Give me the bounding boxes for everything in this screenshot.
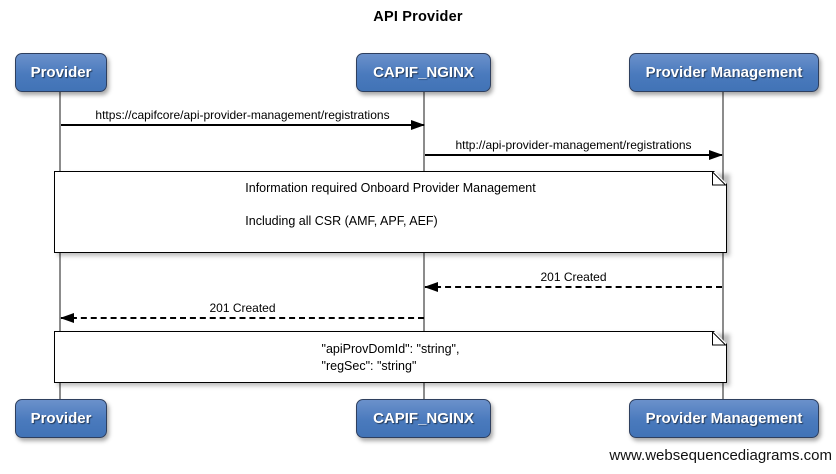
actor-label: Provider Management: [645, 64, 803, 81]
message-201-created-provider: 201 Created: [60, 301, 424, 323]
message-registrations-https: https://capifcore/api-provider-managemen…: [61, 108, 425, 130]
arrowhead-left-icon: [60, 313, 74, 323]
message-line: [61, 120, 425, 130]
message-line: [424, 282, 722, 292]
message-line: [425, 150, 723, 160]
note-fold-icon: [712, 172, 726, 186]
note-line: "apiProvDomId": "string",: [321, 342, 460, 356]
actor-label: Provider: [30, 64, 92, 81]
actor-label: CAPIF_NGINX: [373, 410, 474, 427]
actor-bottom-provider-management: Provider Management: [629, 399, 819, 438]
actor-label: Provider: [30, 410, 92, 427]
arrowhead-right-icon: [709, 150, 723, 160]
message-201-created-pm: 201 Created: [424, 270, 722, 292]
actor-top-provider: Provider: [15, 53, 107, 92]
message-line: [60, 313, 424, 323]
diagram-title: API Provider: [373, 9, 463, 25]
actor-label: Provider Management: [645, 410, 803, 427]
actor-top-capif-nginx: CAPIF_NGINX: [356, 53, 491, 92]
note-line: "regSec": "string": [321, 359, 417, 373]
message-label: http://api-provider-management/registrat…: [455, 138, 692, 152]
message-label: https://capifcore/api-provider-managemen…: [95, 108, 390, 122]
arrowhead-right-icon: [411, 120, 425, 130]
note-line: Information required Onboard Provider Ma…: [245, 181, 536, 195]
message-registrations-http: http://api-provider-management/registrat…: [425, 138, 723, 160]
actor-bottom-provider: Provider: [15, 399, 107, 438]
note-fold-icon: [712, 332, 726, 346]
message-label: 201 Created: [209, 301, 276, 315]
arrowhead-left-icon: [424, 282, 438, 292]
actor-label: CAPIF_NGINX: [373, 64, 474, 81]
note-line: Including all CSR (AMF, APF, AEF): [245, 214, 438, 228]
note-text: "apiProvDomId": "string", "regSec": "str…: [322, 332, 460, 375]
note-onboard-info: Information required Onboard Provider Ma…: [54, 171, 727, 253]
note-response-body: "apiProvDomId": "string", "regSec": "str…: [54, 331, 727, 383]
note-text: Information required Onboard Provider Ma…: [245, 172, 535, 229]
message-label: 201 Created: [540, 270, 607, 284]
actor-bottom-capif-nginx: CAPIF_NGINX: [356, 399, 491, 438]
watermark-text: www.websequencediagrams.com: [609, 447, 832, 464]
actor-top-provider-management: Provider Management: [629, 53, 819, 92]
